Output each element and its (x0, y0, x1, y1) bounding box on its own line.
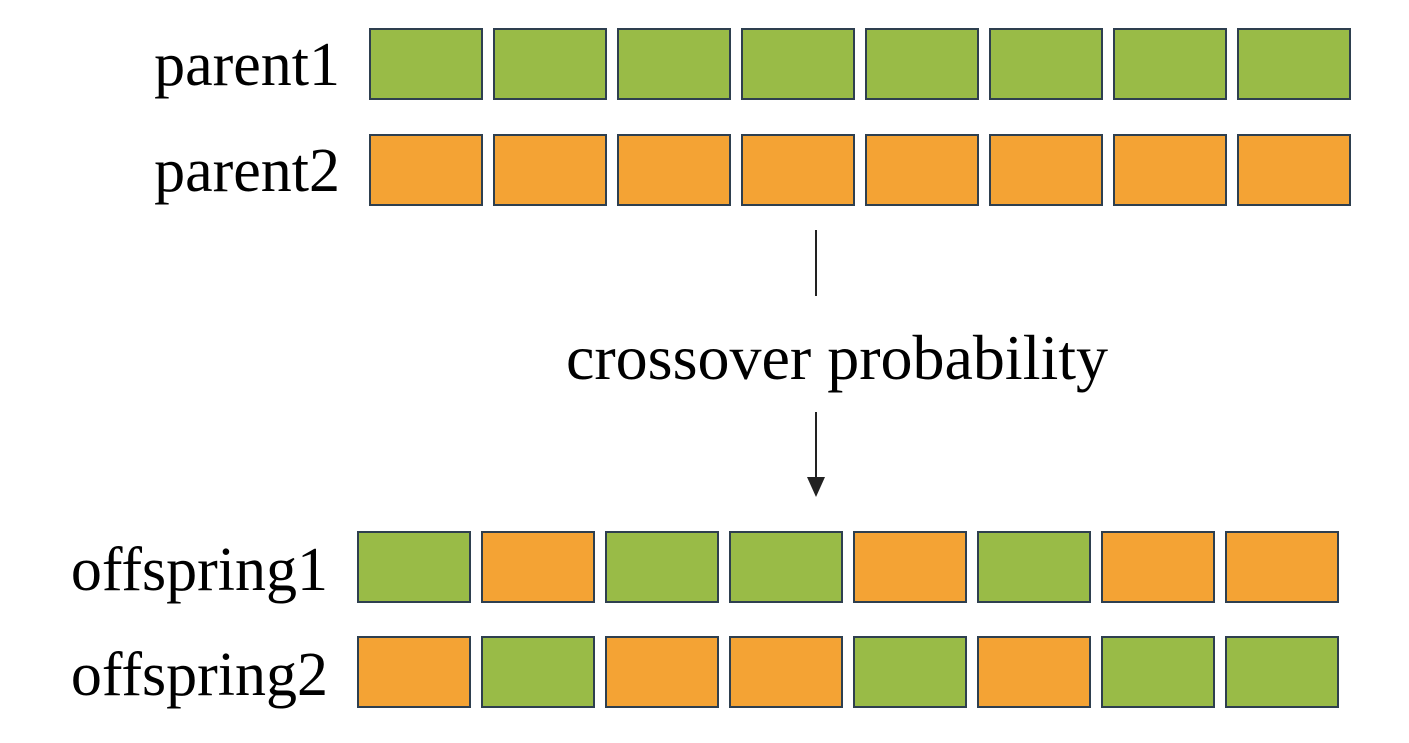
chromosome-parent2 (369, 134, 1351, 206)
gene-cell-orange (1237, 134, 1351, 206)
gene-cell-green (493, 28, 607, 100)
gene-cell-green (481, 636, 595, 708)
gene-cell-green (1113, 28, 1227, 100)
gene-cell-green (741, 28, 855, 100)
row-label-parent1: parent1 (154, 31, 340, 99)
row-label-offspring1: offspring1 (70, 536, 328, 604)
gene-cell-orange (1101, 531, 1215, 603)
row-label-parent2: parent2 (154, 137, 340, 205)
gene-cell-orange (989, 134, 1103, 206)
crossover-caption: crossover probability (565, 322, 1109, 393)
gene-cell-orange (481, 531, 595, 603)
gene-cell-green (605, 531, 719, 603)
gene-cell-orange (493, 134, 607, 206)
gene-cell-orange (977, 636, 1091, 708)
gene-cell-orange (605, 636, 719, 708)
gene-cell-orange (853, 531, 967, 603)
gene-cell-green (357, 531, 471, 603)
gene-cell-orange (369, 134, 483, 206)
row-label-offspring2: offspring2 (70, 641, 328, 709)
arrow-down-icon (807, 477, 825, 497)
gene-cell-green (1101, 636, 1215, 708)
gene-cell-orange (617, 134, 731, 206)
gene-cell-orange (357, 636, 471, 708)
gene-cell-green (617, 28, 731, 100)
connector-line-bottom (815, 412, 817, 478)
gene-cell-orange (865, 134, 979, 206)
gene-cell-green (977, 531, 1091, 603)
gene-cell-orange (741, 134, 855, 206)
gene-cell-orange (1225, 531, 1339, 603)
gene-cell-green (729, 531, 843, 603)
gene-cell-green (369, 28, 483, 100)
gene-cell-orange (729, 636, 843, 708)
gene-cell-green (989, 28, 1103, 100)
gene-cell-green (853, 636, 967, 708)
gene-cell-green (1237, 28, 1351, 100)
chromosome-offspring1 (357, 531, 1339, 603)
gene-cell-green (865, 28, 979, 100)
chromosome-offspring2 (357, 636, 1339, 708)
gene-cell-green (1225, 636, 1339, 708)
chromosome-parent1 (369, 28, 1351, 100)
connector-line-top (815, 230, 817, 296)
gene-cell-orange (1113, 134, 1227, 206)
